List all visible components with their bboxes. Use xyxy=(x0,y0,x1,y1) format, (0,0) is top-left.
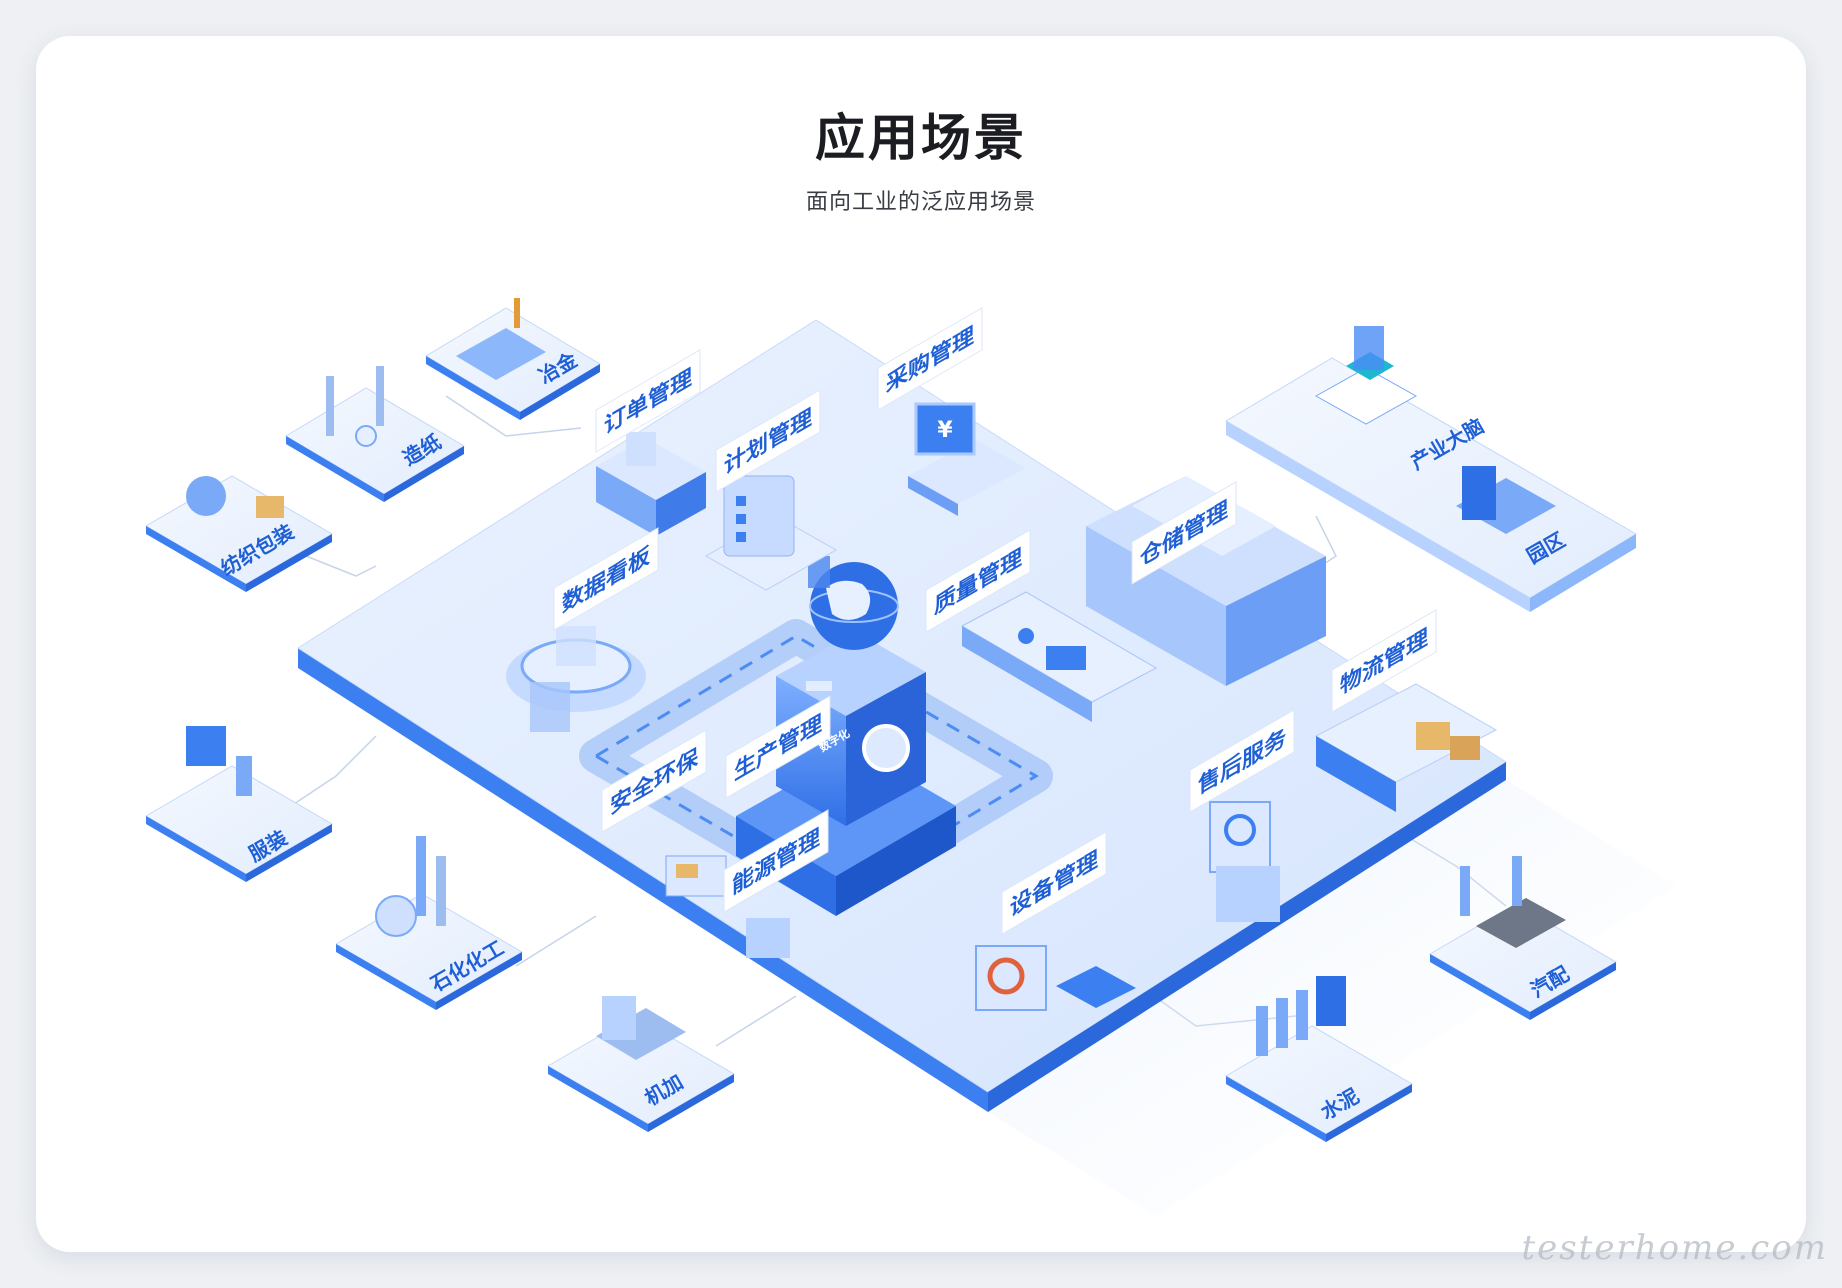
watermark: testerhome.com xyxy=(1521,1228,1828,1268)
tile-papermaking: 造纸 xyxy=(285,366,465,502)
tile-apparel: 服装 xyxy=(145,726,333,882)
page-title: 应用场景 xyxy=(815,109,1027,167)
tile-textile: 纺织包装 xyxy=(145,475,333,592)
plan-module xyxy=(704,475,838,591)
quality-module xyxy=(960,591,1158,722)
dashboard-module xyxy=(506,626,646,732)
tile-machining: 机加 xyxy=(547,996,735,1132)
svg-text:¥: ¥ xyxy=(937,418,953,443)
equipment-module xyxy=(975,945,1136,1011)
tile-cement: 水泥 xyxy=(1225,976,1413,1142)
industry-tiles: 冶金 造纸 纺织包装 xyxy=(145,298,1637,1142)
energy-module xyxy=(665,855,790,958)
tile-petrochemical: 石化化工 xyxy=(335,836,523,1010)
purchase-module: ¥ xyxy=(908,402,1026,516)
globe-icon xyxy=(808,556,899,650)
aftersales-module xyxy=(1209,801,1280,922)
page-subtitle: 面向工业的泛应用场景 xyxy=(805,190,1036,215)
order-module xyxy=(596,432,706,536)
scene-card: 应用场景 面向工业的泛应用场景 xyxy=(36,36,1806,1252)
isometric-scene: ¥ xyxy=(145,298,1676,1216)
tile-metallurgy: 冶金 xyxy=(425,298,601,420)
tile-industrial-brain-park: 产业大脑 园区 xyxy=(1225,326,1637,612)
logistics-module xyxy=(1314,683,1498,812)
tile-automotive: 汽配 xyxy=(1429,856,1617,1020)
